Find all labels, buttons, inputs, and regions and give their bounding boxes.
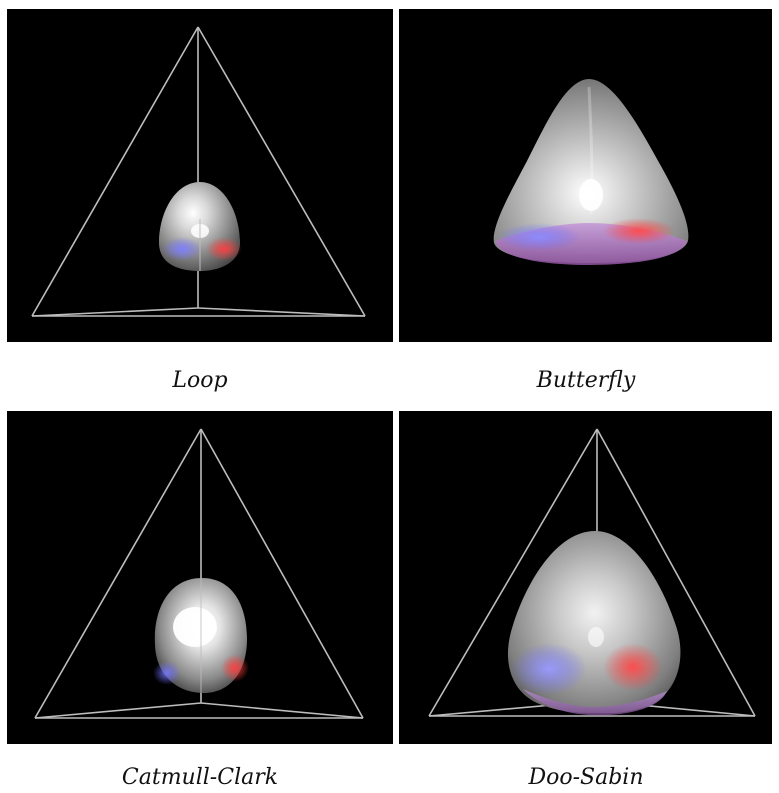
panel-butterfly <box>399 9 772 342</box>
caption-doo-sabin: Doo-Sabin <box>528 765 644 790</box>
butterfly-surface <box>493 79 689 265</box>
panel-catmull-clark <box>7 411 393 744</box>
loop-wireframe-tetrahedron <box>31 26 366 317</box>
loop-render <box>31 26 366 317</box>
butterfly-render <box>493 79 689 265</box>
doo-sabin-render <box>428 428 756 717</box>
catmull-clark-surface <box>153 578 249 693</box>
caption-butterfly: Butterfly <box>536 368 636 393</box>
panel-loop <box>7 9 393 342</box>
panel-doo-sabin <box>399 411 772 744</box>
catmull-clark-wireframe-tetrahedron <box>34 428 364 719</box>
catmull-clark-render <box>34 428 364 719</box>
loop-surface <box>158 182 242 271</box>
doo-sabin-surface <box>507 531 681 716</box>
caption-catmull-clark: Catmull-Clark <box>121 765 279 790</box>
caption-loop: Loop <box>172 368 228 393</box>
